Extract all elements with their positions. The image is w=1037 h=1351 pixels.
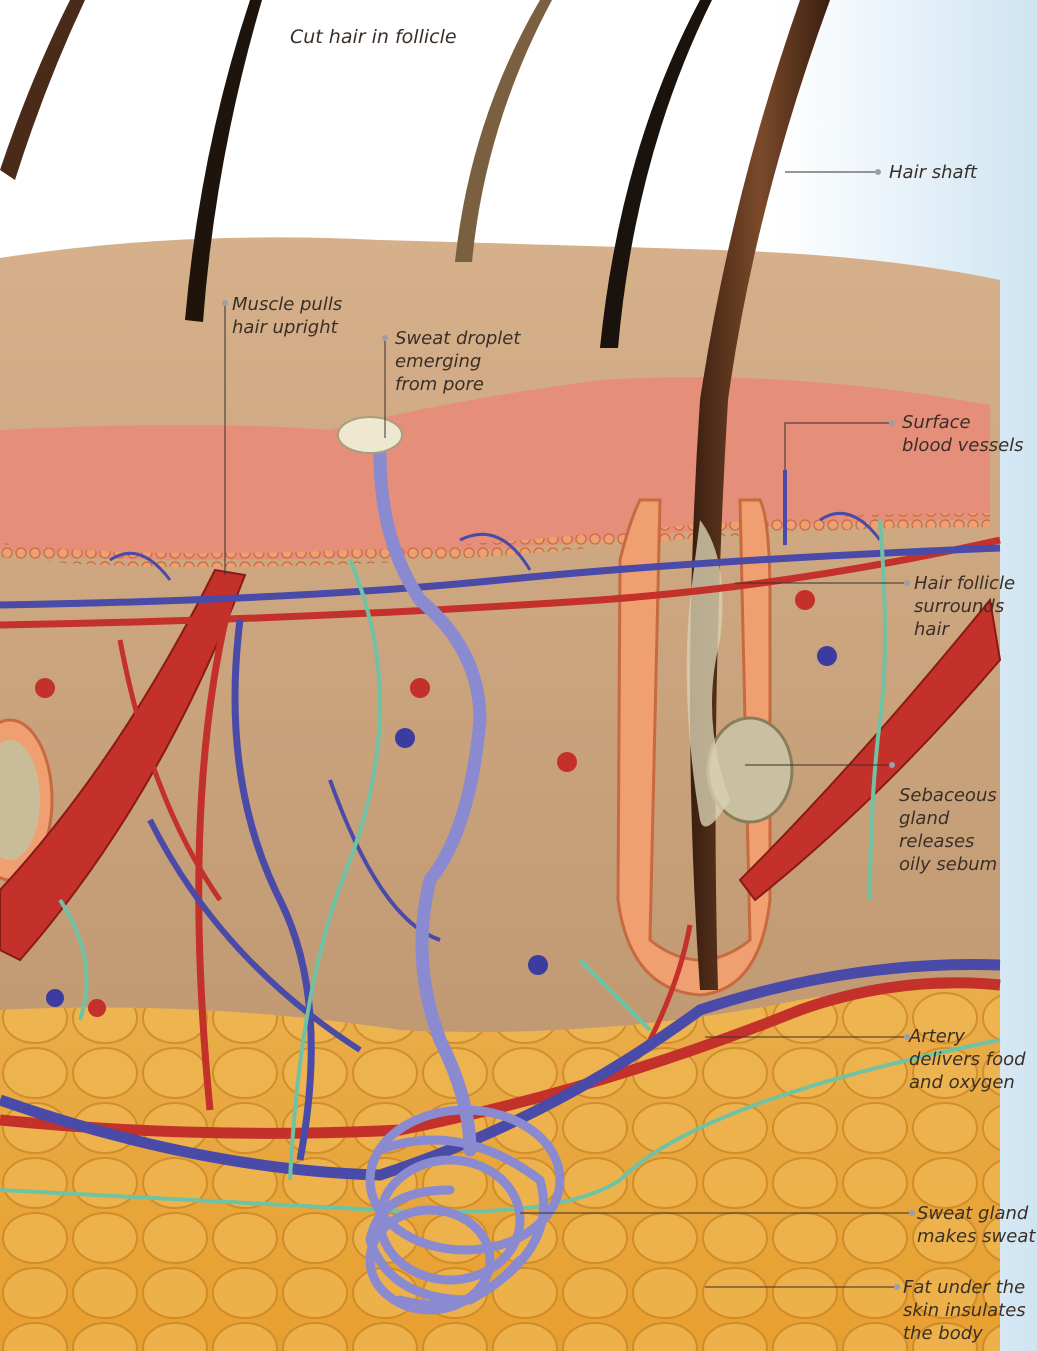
vessel-section: [35, 678, 55, 698]
vessel-section: [528, 955, 548, 975]
label-sweat-gland: Sweat gland makes sweat: [917, 1202, 1035, 1248]
vessel-section: [395, 728, 415, 748]
vessel-section: [46, 989, 64, 1007]
fat-cells: [0, 987, 1000, 1351]
label-sebaceous-gland: Sebaceous gland releases oily sebum: [899, 784, 997, 876]
sweat-droplet: [338, 417, 402, 453]
label-surface-blood-vessels: Surface blood vessels: [902, 411, 1024, 457]
diagram-title: Cut hair in follicle: [290, 26, 457, 49]
label-artery: Artery delivers food and oxygen: [909, 1025, 1026, 1094]
vessel-section: [410, 678, 430, 698]
vessel-section: [88, 999, 106, 1017]
vessel-section: [795, 590, 815, 610]
label-hair-follicle: Hair follicle surrounds hair: [914, 572, 1037, 641]
label-fat: Fat under the skin insulates the body: [903, 1276, 1026, 1345]
vessel-section: [557, 752, 577, 772]
label-muscle: Muscle pulls hair upright: [232, 293, 342, 339]
label-sweat-droplet: Sweat droplet emerging from pore: [395, 327, 520, 396]
label-hair-shaft: Hair shaft: [889, 161, 977, 184]
vessel-section: [817, 646, 837, 666]
